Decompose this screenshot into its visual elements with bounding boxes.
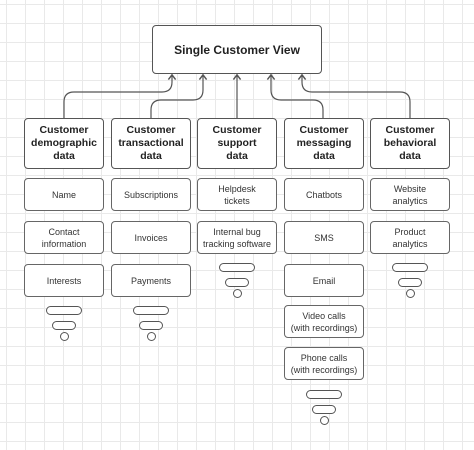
item-helpdesk-tickets: Helpdesk tickets — [197, 178, 277, 211]
item-interests: Interests — [24, 264, 104, 297]
connector-behavioral — [297, 73, 411, 118]
item-phone-calls: Phone calls (with recordings) — [284, 347, 364, 380]
continuation-dot — [233, 289, 242, 298]
header-transactional: Customer transactional data — [111, 118, 191, 169]
continuation-pill-large — [46, 306, 82, 315]
header-demographic-label: Customer demographic data — [31, 124, 97, 162]
continuation-pill-small — [139, 321, 163, 330]
header-messaging: Customer messaging data — [284, 118, 364, 169]
continuation-dot — [320, 416, 329, 425]
header-demographic: Customer demographic data — [24, 118, 104, 169]
continuation-pill-small — [52, 321, 76, 330]
item-video-calls: Video calls (with recordings) — [284, 305, 364, 338]
continuation-pill-small — [312, 405, 336, 414]
single-customer-view-box: Single Customer View — [152, 25, 322, 74]
item-subscriptions: Subscriptions — [111, 178, 191, 211]
continuation-pill-large — [133, 306, 169, 315]
item-name: Name — [24, 178, 104, 211]
connector-messaging — [266, 73, 324, 118]
main-title: Single Customer View — [174, 42, 300, 57]
connector-transactional — [150, 73, 208, 118]
continuation-pill-large — [306, 390, 342, 399]
continuation-dot — [406, 289, 415, 298]
header-support: Customer support data — [197, 118, 277, 169]
item-internal-bug-tracking: Internal bug tracking software — [197, 221, 277, 254]
item-product-analytics: Product analytics — [370, 221, 450, 254]
item-payments: Payments — [111, 264, 191, 297]
connector-demographic — [63, 73, 177, 118]
header-behavioral: Customer behavioral data — [370, 118, 450, 169]
item-website-analytics: Website analytics — [370, 178, 450, 211]
item-chatbots: Chatbots — [284, 178, 364, 211]
continuation-dot — [60, 332, 69, 341]
item-invoices: Invoices — [111, 221, 191, 254]
item-sms: SMS — [284, 221, 364, 254]
continuation-pill-small — [225, 278, 249, 287]
item-contact-information: Contact information — [24, 221, 104, 254]
continuation-pill-large — [392, 263, 428, 272]
continuation-pill-small — [398, 278, 422, 287]
continuation-dot — [147, 332, 156, 341]
continuation-pill-large — [219, 263, 255, 272]
item-email: Email — [284, 264, 364, 297]
